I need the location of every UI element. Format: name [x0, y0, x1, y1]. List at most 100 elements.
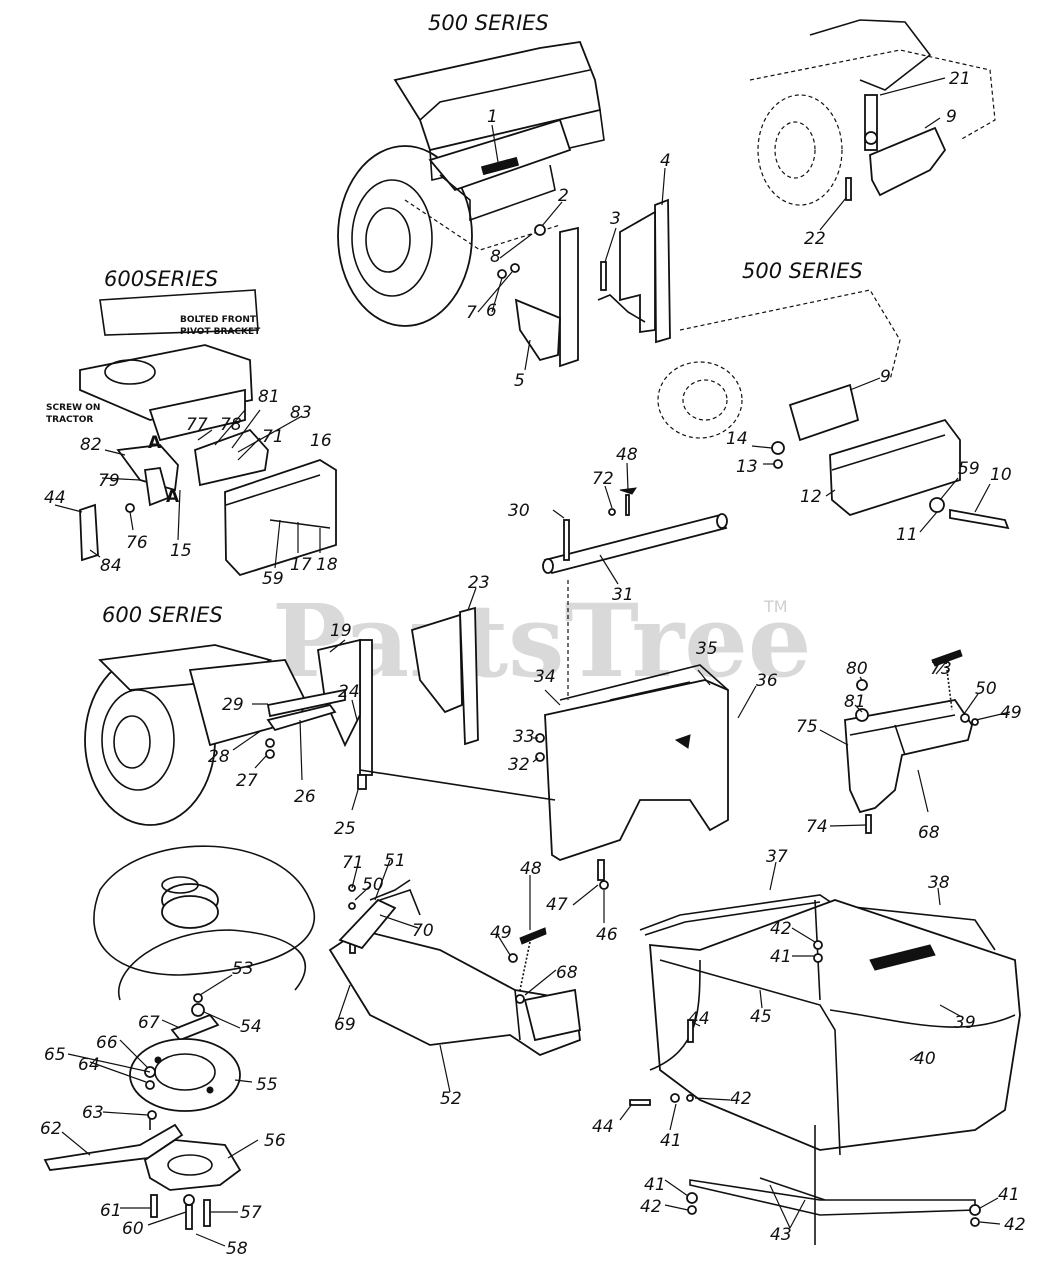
- part-number-label: 9: [880, 367, 891, 387]
- part-number-label: 6: [486, 301, 497, 321]
- part-number-label: 17: [290, 555, 312, 575]
- part-number-label: 43: [770, 1225, 792, 1245]
- part-number-label: 71: [342, 853, 364, 873]
- part-number-label: 7: [466, 303, 477, 323]
- part-number-label: 55: [256, 1075, 278, 1095]
- series-header-500-weight: 500 SERIES: [742, 259, 863, 283]
- part-number-label: 11: [896, 525, 918, 545]
- part-number-label: 29: [222, 695, 244, 715]
- part-number-label: 14: [726, 429, 748, 449]
- part-number-label: 53: [232, 959, 254, 979]
- part-number-label: 60: [122, 1219, 144, 1239]
- part-number-label: 81: [844, 692, 866, 712]
- part-number-label: 79: [98, 471, 120, 491]
- part-number-label: 36: [756, 671, 778, 691]
- part-number-label: 80: [846, 659, 868, 679]
- part-number-label: 78: [220, 415, 242, 435]
- part-number-label: 61: [100, 1201, 122, 1221]
- part-number-label: 42: [730, 1089, 752, 1109]
- part-number-label: 56: [264, 1131, 286, 1151]
- illustration-bag-frame: [629, 894, 1021, 1245]
- part-number-label: 41: [644, 1175, 666, 1195]
- part-number-label: 59: [262, 569, 284, 589]
- part-number-label: 41: [660, 1131, 682, 1151]
- part-number-label: 65: [44, 1045, 66, 1065]
- part-number-label: 68: [556, 963, 578, 983]
- series-header-600-top: 600SERIES: [104, 267, 218, 291]
- part-number-label: 69: [334, 1015, 356, 1035]
- part-number-label: 4: [660, 151, 671, 171]
- part-number-label: 28: [208, 747, 230, 767]
- part-number-label: 32: [508, 755, 530, 775]
- part-number-label: 71: [262, 427, 284, 447]
- part-number-label: 3: [610, 209, 621, 229]
- illustration-deflector: [844, 649, 979, 834]
- part-number-label: 70: [412, 921, 434, 941]
- part-number-label: 12: [800, 487, 822, 507]
- part-number-label: 8: [490, 247, 501, 267]
- part-number-label: 26: [294, 787, 316, 807]
- part-number-label: 68: [918, 823, 940, 843]
- part-number-label: 62: [40, 1119, 62, 1139]
- illustration-blade-assembly: [43, 993, 242, 1230]
- part-number-label: 19: [330, 621, 352, 641]
- part-number-label: 45: [750, 1007, 772, 1027]
- part-number-label: 83: [290, 403, 312, 423]
- part-number-label: 51: [384, 851, 406, 871]
- leader-lines: [54, 77, 1011, 1247]
- part-number-label: 52: [440, 1089, 462, 1109]
- part-number-label: 76: [126, 533, 148, 553]
- part-number-label: 31: [612, 585, 634, 605]
- part-number-label: 72: [592, 469, 614, 489]
- part-number-label: 84: [100, 556, 122, 576]
- part-number-label: 44: [592, 1117, 614, 1137]
- part-number-label: 41: [770, 947, 792, 967]
- part-number-label: 16: [310, 431, 332, 451]
- part-number-label: 81: [258, 387, 280, 407]
- illustration-500-top: [337, 41, 671, 368]
- note-tractor: TRACTOR: [46, 415, 93, 425]
- callout-letter-a: A: [166, 487, 180, 507]
- part-number-label: 77: [186, 415, 208, 435]
- part-number-label: 63: [82, 1103, 104, 1123]
- part-number-label: 74: [806, 817, 828, 837]
- part-number-label: 25: [334, 819, 356, 839]
- watermark-trademark: TM: [763, 597, 788, 616]
- note-pivot-bracket: PIVOT BRACKET: [180, 327, 261, 337]
- part-number-label: 18: [316, 555, 338, 575]
- illustration-600-left: [79, 289, 337, 577]
- part-number-label: 33: [513, 727, 535, 747]
- part-number-label: 75: [796, 717, 818, 737]
- part-number-label: 13: [736, 457, 758, 477]
- part-number-label: 64: [78, 1055, 100, 1075]
- part-number-label: 66: [96, 1033, 118, 1053]
- illustration-500-weight: [657, 289, 1010, 530]
- part-number-label: 10: [990, 465, 1012, 485]
- part-number-label: 57: [240, 1203, 262, 1223]
- part-number-label: 47: [546, 895, 568, 915]
- part-number-label: 37: [766, 847, 788, 867]
- part-number-label: 49: [490, 923, 512, 943]
- part-number-label: 46: [596, 925, 618, 945]
- part-number-label: 5: [514, 371, 525, 391]
- series-header-600-middle: 600 SERIES: [102, 603, 223, 627]
- illustration-600-middle: [84, 487, 729, 890]
- part-number-label: 42: [640, 1197, 662, 1217]
- part-number-label: 21: [949, 69, 971, 89]
- part-number-label: 42: [770, 919, 792, 939]
- illustration-blade-housing: [93, 845, 581, 1057]
- part-number-label: 34: [534, 667, 556, 687]
- part-number-label: 39: [954, 1013, 976, 1033]
- part-number-label: 44: [44, 488, 66, 508]
- part-number-label: 49: [1000, 703, 1022, 723]
- part-number-label: 24: [338, 682, 360, 702]
- part-number-label: 38: [928, 873, 950, 893]
- part-number-label: 1: [487, 107, 498, 127]
- part-number-label: 82: [80, 435, 102, 455]
- part-number-label: 73: [930, 659, 952, 679]
- part-number-label: 59: [958, 459, 980, 479]
- callout-letter-a: A: [148, 433, 162, 453]
- part-number-label: 9: [946, 107, 957, 127]
- part-number-label: 67: [138, 1013, 160, 1033]
